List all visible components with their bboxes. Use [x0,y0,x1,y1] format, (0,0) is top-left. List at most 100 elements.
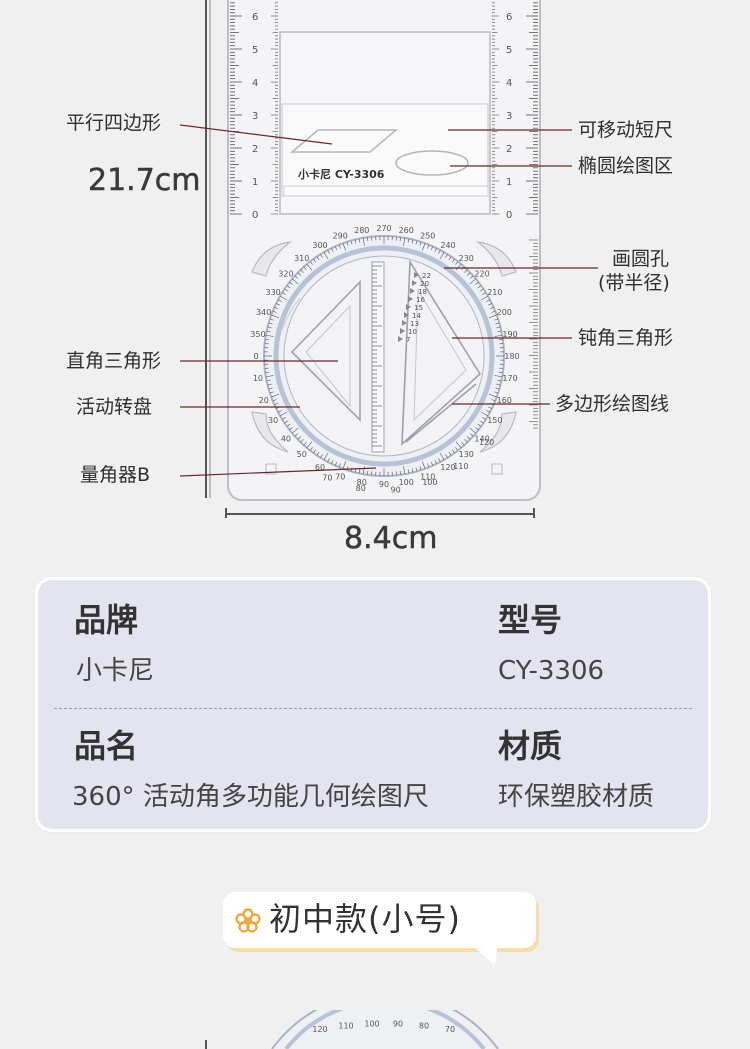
circle-tick-number: 80 [357,478,367,487]
left-scale-number: 3 [252,111,258,122]
circle-tick-number: 220 [474,270,489,279]
circle-tick-number: 130 [459,450,474,459]
callout-parallelogram: 平行四边形 [66,112,162,134]
height-label: 21.7cm [88,163,201,198]
hole-number: 7 [406,336,410,344]
width-label: 8.4cm [344,521,438,556]
hole-number: 16 [416,296,425,304]
ruler-brand-text: 小卡尼 CY-3306 [297,167,385,181]
callout-polygon-lines: 多边形绘图线 [555,393,670,415]
circle-tick-number: 290 [333,232,348,241]
circle-tick-number: 240 [440,241,455,250]
left-scale-number: 0 [252,210,258,221]
callout-protractor-b: 量角器B [80,464,151,486]
bottom-tick-number: 90 [391,485,401,494]
circle-tick-number: 120 [440,463,455,472]
left-scale-numbers: 0 1 2 3 4 5 6 [252,12,258,221]
hole-number: 14 [412,312,421,320]
circle-tick-number: 180 [504,352,519,361]
bottom-tick-number: 100 [422,478,437,487]
circle-tick-number: 20 [259,396,269,405]
circle-tick-number: 50 [297,450,307,459]
preview-tick-number: 80 [419,1021,429,1030]
next-ruler-preview: 120 110 100 90 80 70 [205,1010,499,1049]
model-label: 型号 [498,601,563,639]
right-scale [526,2,538,429]
circle-tick-number: 340 [256,308,271,317]
bottom-tick-number: 120 [479,438,494,447]
circle-tick-number: 190 [502,330,517,339]
brand-value: 小卡尼 [76,656,155,686]
preview-tick-number: 100 [364,1019,379,1028]
bottom-tick-number: 70 [322,473,332,482]
circle-tick-number: 30 [268,416,278,425]
callout-obtuse-triangle: 钝角三角形 [578,327,674,349]
circle-tick-number: 310 [294,254,309,263]
bottom-tick-number: 110 [453,462,468,471]
callout-circle-hole-radius: (带半径) [598,272,670,294]
preview-tick-number: 70 [445,1025,455,1034]
preview-tick-number: 90 [393,1019,403,1028]
left-scale-number: 4 [252,78,258,89]
circle-tick-number: 350 [250,330,265,339]
width-dimension [225,508,535,518]
model-value: CY-3306 [498,656,605,686]
circle-tick-number: 280 [354,226,369,235]
right-scale-number: 4 [506,78,512,89]
circle-tick-number: 150 [487,416,502,425]
callout-rotating-disk: 活动转盘 [76,396,153,418]
callout-circle-hole: 画圆孔 [612,248,670,270]
card-divider [54,708,692,709]
right-scale-number: 3 [506,111,512,122]
preview-tick-number: 110 [338,1021,353,1030]
circle-tick-number: 110 [420,472,435,481]
preview-tick-number: 120 [312,1025,327,1034]
left-scale-number: 2 [252,144,258,155]
right-scale-number: 2 [506,144,512,155]
left-scale [230,2,242,215]
circle-tick-number: 230 [459,254,474,263]
circle-tick-number: 330 [266,288,281,297]
spec-card: 品牌 小卡尼 型号 CY-3306 品名 360° 活动角多功能几何绘图尺 材质… [38,580,708,829]
right-scale-number: 6 [506,12,512,23]
circle-tick-number: 90 [379,480,389,489]
height-dimension [205,0,211,498]
circle-tick-number: 210 [487,288,502,297]
circle-tick-number: 300 [312,241,327,250]
circle-tick-number: 100 [399,478,414,487]
hole-number: 20 [420,280,429,288]
right-scale-number: 1 [506,177,512,188]
polygon-line [405,383,477,443]
circle-tick-number: 270 [376,224,391,233]
circle-tick-number: 140 [474,434,489,443]
left-scale-number: 6 [252,12,258,23]
material-label: 材质 [498,727,563,765]
hole-number: 18 [418,288,427,296]
callout-ellipse-area: 椭圆绘图区 [578,155,674,177]
bottom-tick-number: 80 [356,484,366,493]
callout-right-triangle: 直角三角形 [66,350,162,372]
inner-scale [270,2,500,215]
obtuse-triangle-shape [401,259,482,446]
callout-lines [179,124,598,477]
left-scale-number: 5 [252,45,258,56]
left-scale-number: 1 [252,177,258,188]
circle-tick-number: 250 [420,232,435,241]
circle-tick-number: 260 [399,226,414,235]
circle-tick-number: 160 [497,396,512,405]
size-badge: 初中款(小号) [223,892,536,970]
circle-tick-number: 320 [278,270,293,279]
badge-text: 初中款(小号) [269,900,461,938]
material-value: 环保塑胶材质 [498,782,655,812]
right-scale-number: 0 [506,210,512,221]
hole-number: 15 [414,304,423,312]
brand-label: 品牌 [74,601,139,639]
right-triangle-shape [290,280,361,422]
circle-tick-number: 170 [502,374,517,383]
circle-tick-number: 200 [497,308,512,317]
hole-number: 10 [408,328,417,336]
right-scale-number: 5 [506,45,512,56]
product-name-label: 品名 [74,727,139,765]
